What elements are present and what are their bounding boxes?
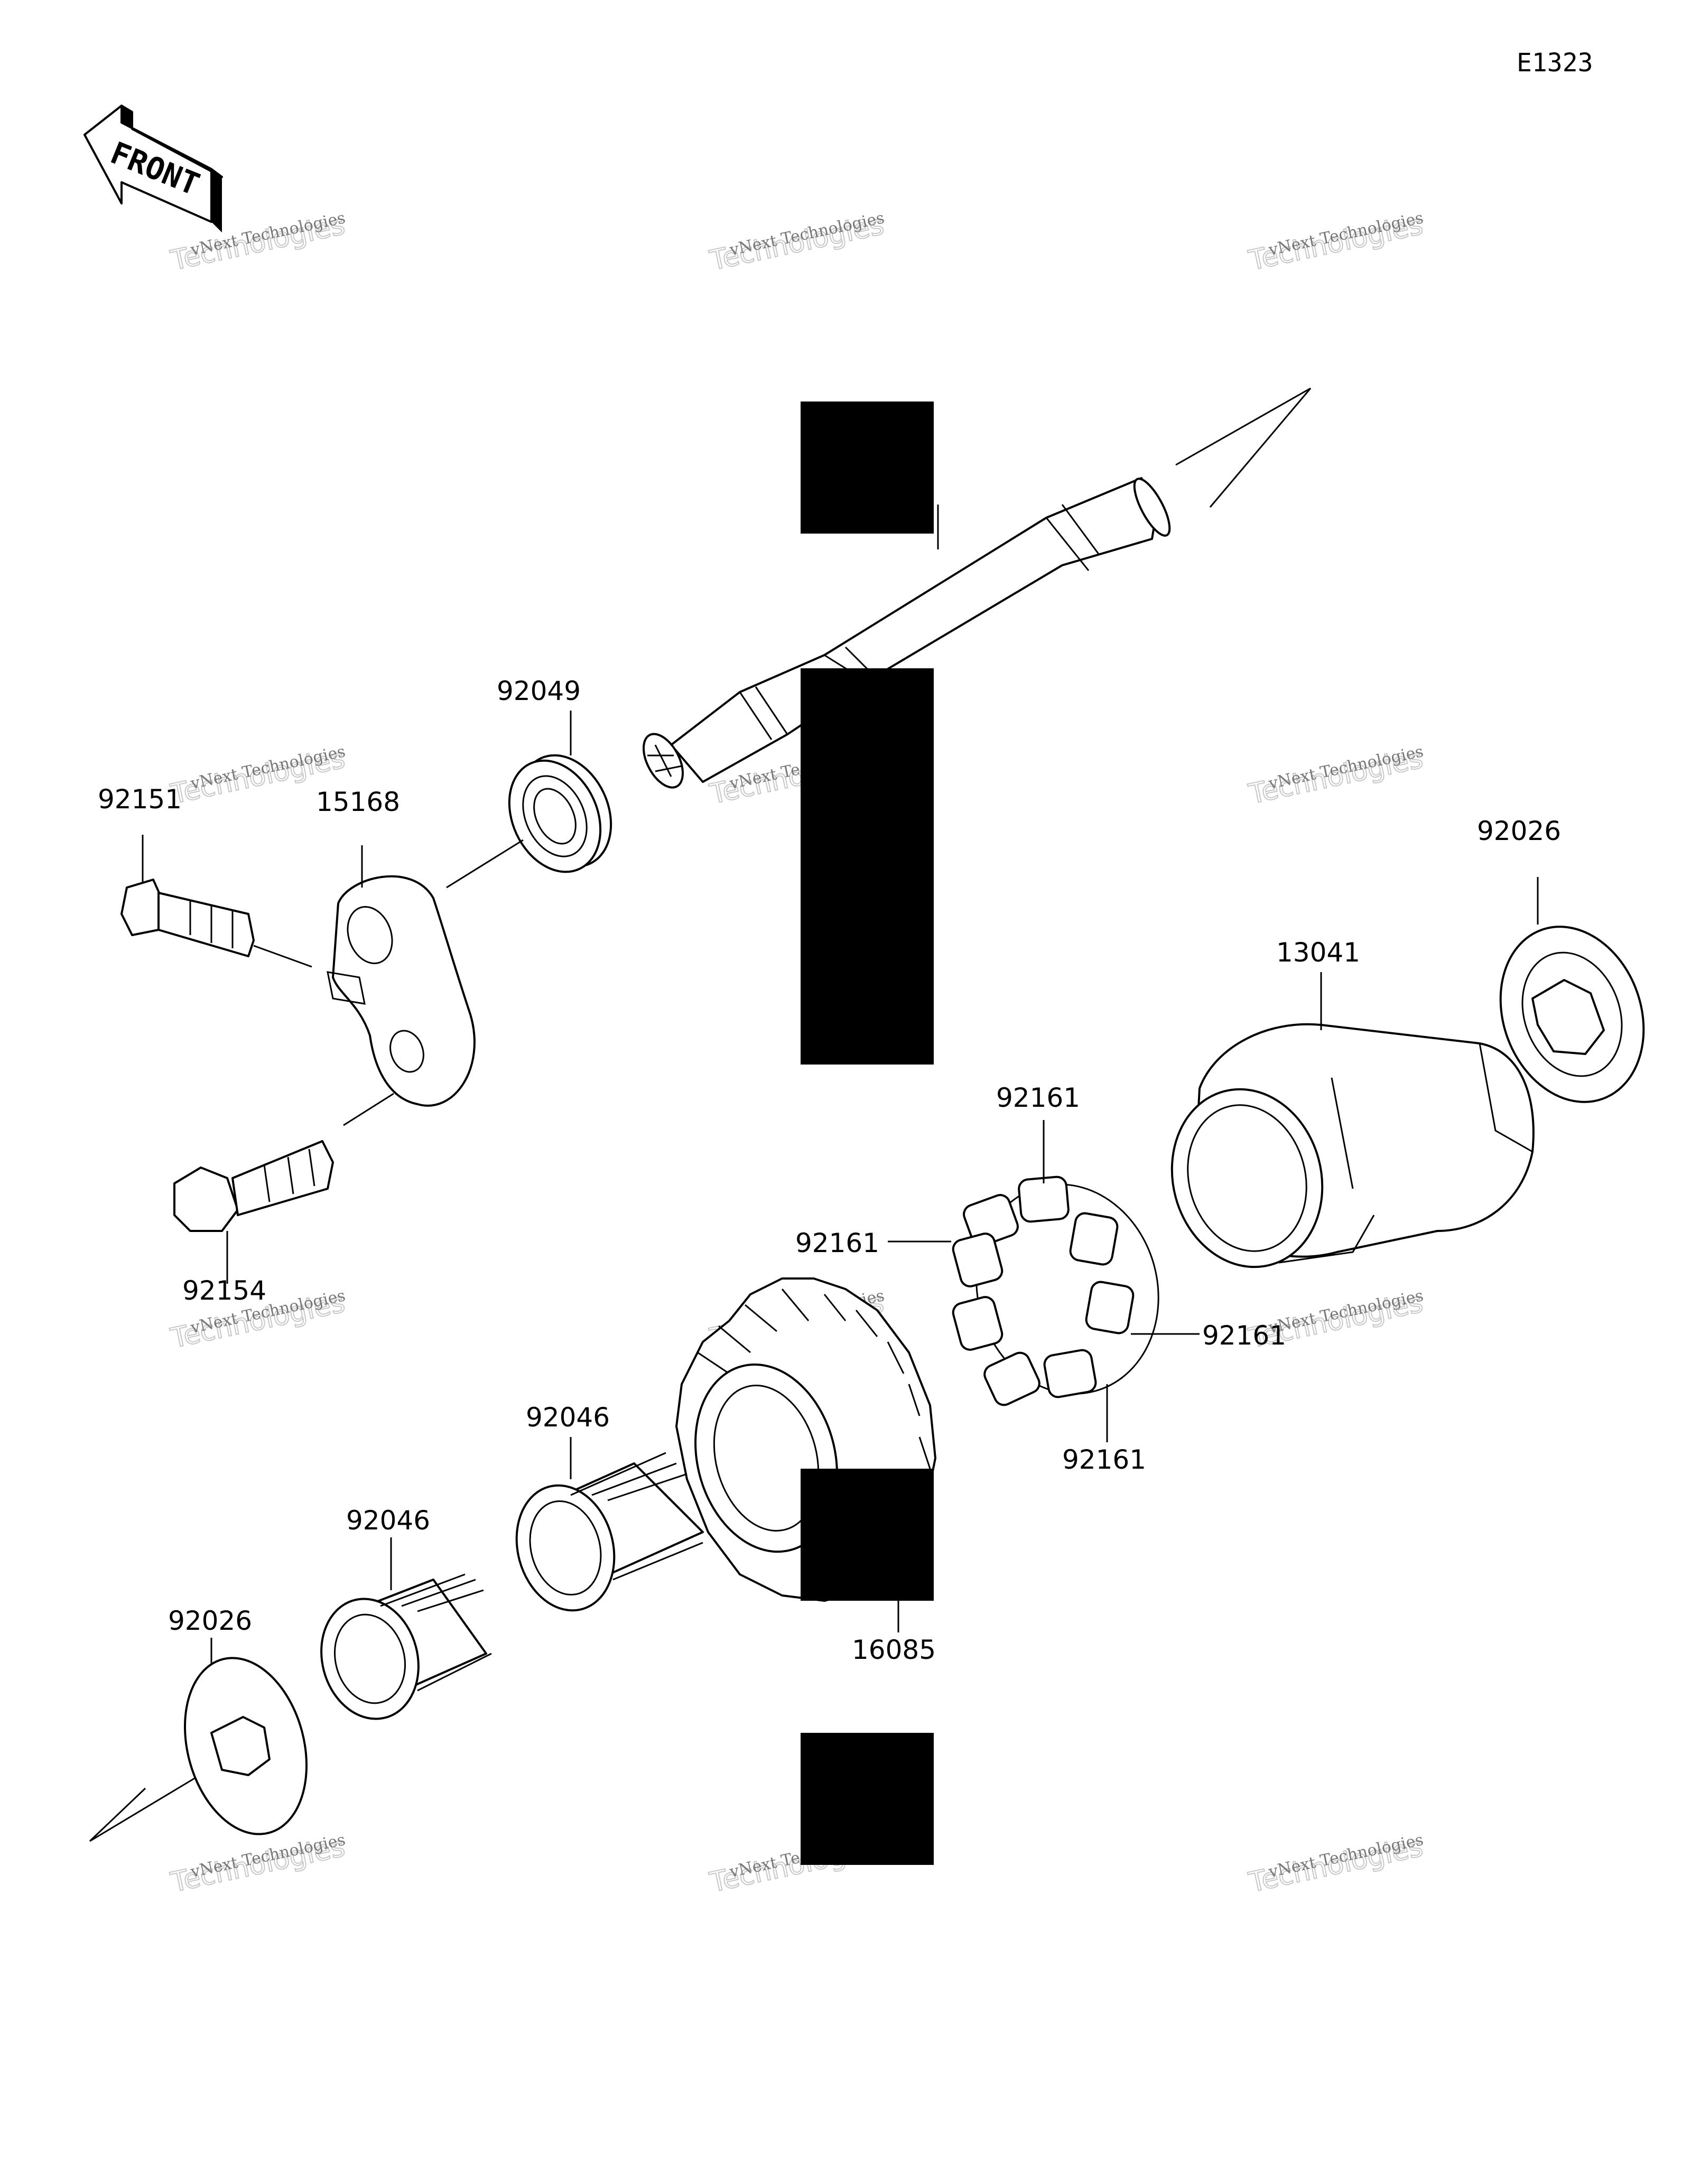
redaction-block	[801, 402, 934, 534]
watermark: Technologies vNext Technologies	[168, 209, 348, 277]
part-label-shaft: 13234	[846, 459, 930, 490]
needle-bearing-2	[320, 1573, 492, 1720]
bolt-upper	[120, 879, 255, 957]
part-label-needle-bearing-2: 92046	[346, 1505, 430, 1536]
axis-arrow-top	[1175, 387, 1312, 508]
clutch-hub	[1170, 1023, 1535, 1268]
axis-arrow-bottom	[89, 1777, 196, 1842]
part-label-roller-bottom: 92161	[1062, 1444, 1146, 1475]
needle-bearing-1	[515, 1452, 704, 1612]
watermark: Technologies vNext Technologies	[168, 1831, 348, 1899]
roller-cage	[952, 1175, 1159, 1406]
part-label-roller-top: 92161	[996, 1082, 1080, 1113]
watermark: Technologies vNext Technologies	[707, 209, 887, 277]
redaction-block	[801, 1733, 934, 1865]
part-label-roller-left: 92161	[795, 1228, 879, 1258]
part-label-roller-right: 92161	[1202, 1320, 1286, 1351]
part-label-lever: 15168	[316, 787, 400, 817]
thrust-washer-right	[1499, 926, 1645, 1103]
redaction-block	[801, 668, 934, 1065]
part-label-needle-bearing-1: 92046	[526, 1402, 610, 1433]
part-label-hub: 13041	[1276, 937, 1360, 968]
part-label-gear: 16085	[852, 1635, 936, 1665]
watermark: Technologies vNext Technologies	[1246, 742, 1426, 811]
bolt-lower	[173, 1140, 334, 1232]
thrust-washer-left	[183, 1657, 308, 1835]
redaction-blocks	[801, 402, 934, 1865]
lever-arm	[327, 875, 476, 1107]
ball-bearing	[508, 754, 612, 873]
part-label-washer-right: 92026	[1477, 816, 1561, 846]
part-label-bolt-lower: 92154	[182, 1275, 266, 1306]
part-label-bolt-upper: 92151	[98, 784, 182, 815]
diagram-code: E1323	[1517, 48, 1593, 78]
part-label-bearing: 92049	[497, 676, 581, 706]
watermark: Technologies vNext Technologies	[1246, 1831, 1426, 1899]
redaction-block	[801, 1469, 934, 1601]
front-arrow-icon: FRONT	[83, 105, 223, 232]
part-label-washer-left: 92026	[168, 1606, 252, 1636]
watermark: Technologies vNext Technologies	[1246, 209, 1426, 277]
